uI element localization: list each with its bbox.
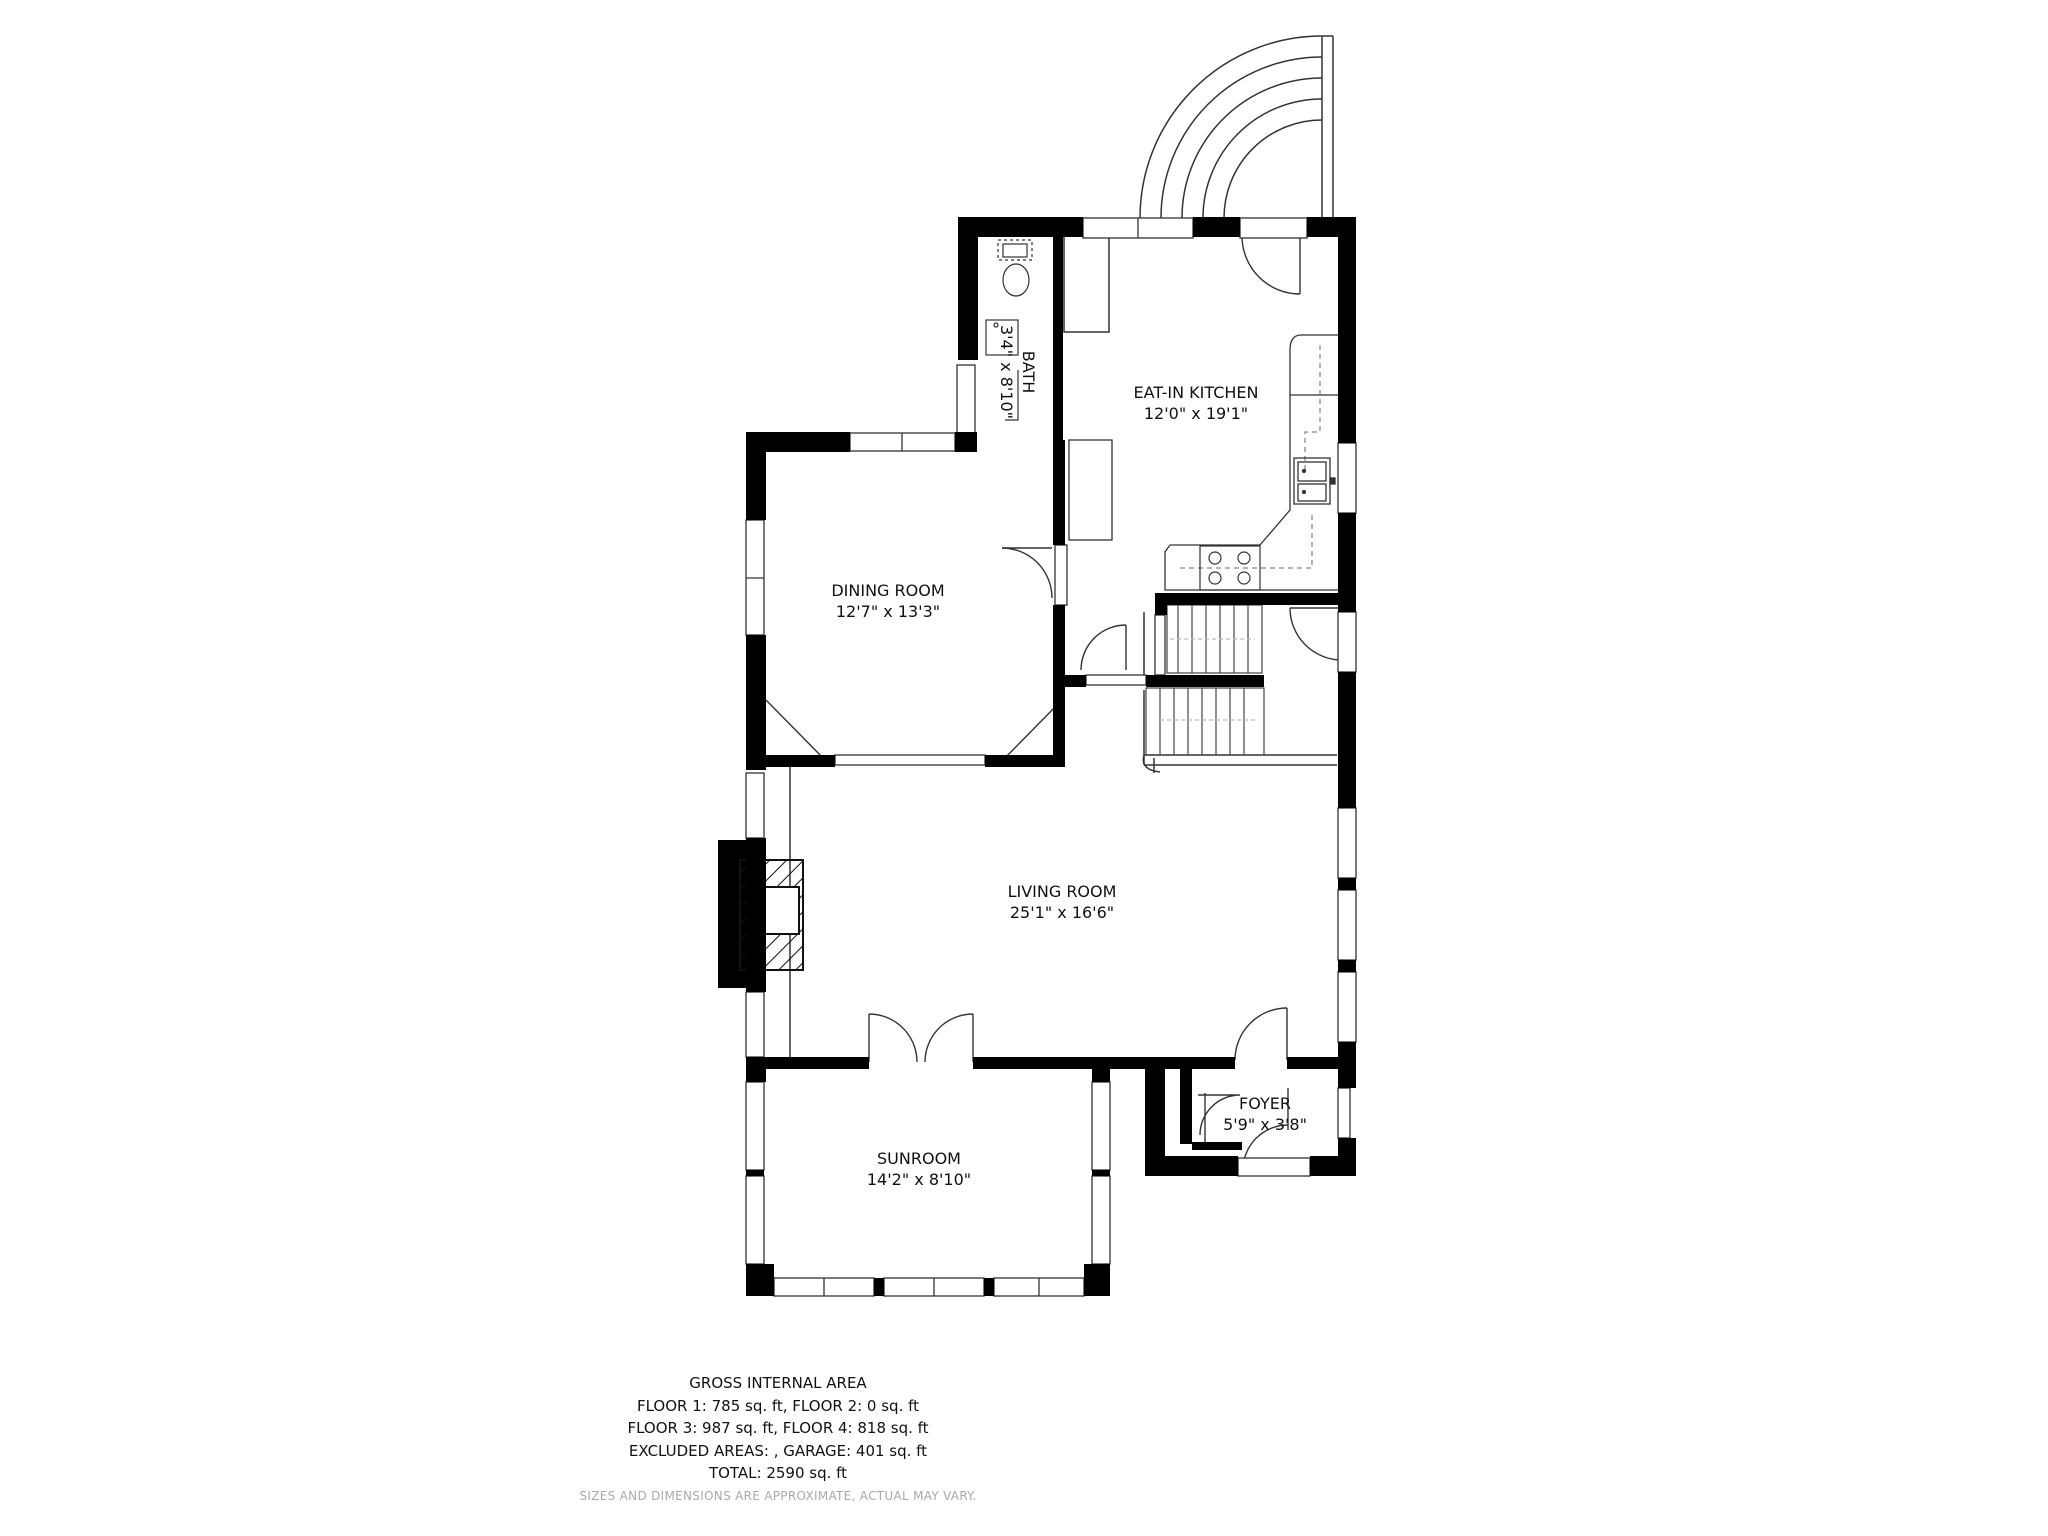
area-summary-line: FLOOR 3: 987 sq. ft, FLOOR 4: 818 sq. ft [627,1419,929,1437]
kitchen-stove [1199,545,1261,591]
stairs-lower [1145,687,1265,756]
bath-sink [985,319,1019,356]
area-summary-total: TOTAL: 2590 sq. ft [708,1464,848,1482]
area-summary: GROSS INTERNAL AREA FLOOR 1: 785 sq. ft,… [0,1372,1556,1507]
bath-toilet [997,239,1033,297]
area-summary-title: GROSS INTERNAL AREA [689,1374,867,1392]
porch-steps [1139,35,1334,219]
stairs-upper [1166,604,1263,674]
living-room-dimensions: 25'1" x 16'6" [1010,903,1114,922]
foyer-dimensions: 5'9" x 3'8" [1223,1115,1307,1134]
foyer-label: FOYER [1239,1094,1291,1113]
walls [746,217,1356,1296]
bath-label: BATH [1019,351,1038,393]
kitchen-counter [1164,334,1338,591]
doors [765,235,1343,1171]
bath-shower-door [1005,370,1019,421]
disclaimer-text: SIZES AND DIMENSIONS ARE APPROXIMATE, AC… [579,1488,977,1503]
sunroom-label: SUNROOM [877,1149,961,1168]
kitchen-sink [1293,457,1336,505]
area-summary-line: EXCLUDED AREAS: , GARAGE: 401 sq. ft [628,1441,928,1460]
dining-room-dimensions: 12'7" x 13'3" [836,602,940,621]
dining-room-label: DINING ROOM [831,581,944,600]
kitchen-refrigerator [1068,439,1113,541]
area-summary-line: FLOOR 1: 785 sq. ft, FLOOR 2: 0 sq. ft [636,1396,920,1415]
kitchen-dimensions: 12'0" x 19'1" [1144,404,1248,423]
living-room-label: LIVING ROOM [1008,882,1117,901]
sunroom-dimensions: 14'2" x 8'10" [867,1170,971,1189]
bath-dimensions: 3'4" x 8'10" [997,325,1016,419]
kitchen-label: EAT-IN KITCHEN [1134,383,1259,402]
